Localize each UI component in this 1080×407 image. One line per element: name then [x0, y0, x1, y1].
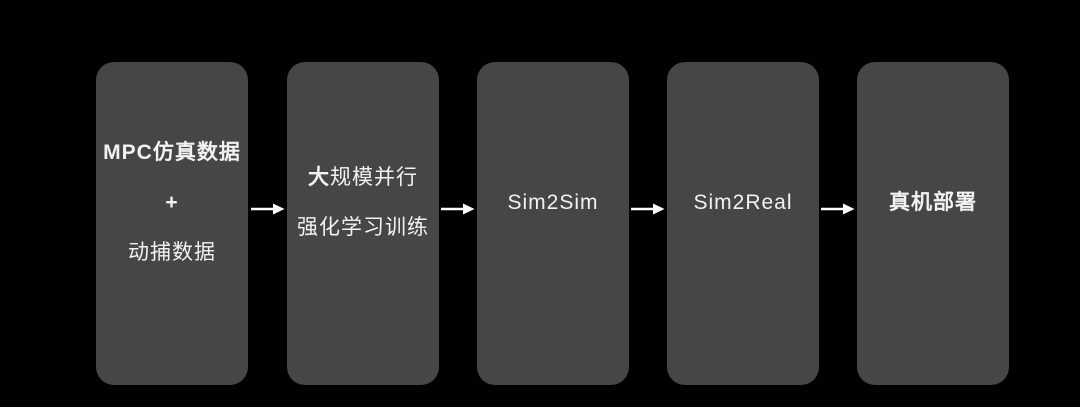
node-content: 真机部署	[857, 178, 1009, 228]
node-content: Sim2Real	[667, 178, 819, 228]
node-line-rest: 规模并行	[330, 166, 418, 189]
node-label-sim2sim: Sim2Sim	[507, 191, 599, 214]
flow-node-sim2sim: Sim2Sim	[477, 62, 629, 385]
emphasis-text: 大	[308, 166, 330, 189]
node-content: MPC仿真数据 + 动捕数据	[96, 128, 248, 278]
plus-sign-text: +	[165, 191, 179, 214]
node-line-mpc-sim-data: MPC仿真数据	[103, 141, 241, 164]
flow-node-real-deployment: 真机部署	[857, 62, 1009, 385]
node-label-real-deploy: 真机部署	[889, 191, 977, 214]
flow-node-training-data: MPC仿真数据 + 动捕数据	[96, 62, 248, 385]
arrow-right-icon	[441, 203, 475, 215]
flow-node-sim2real: Sim2Real	[667, 62, 819, 385]
arrow-right-icon	[631, 203, 665, 215]
node-content: Sim2Sim	[477, 178, 629, 228]
node-line-parallel: 大规模并行	[287, 153, 439, 203]
node-content: 大规模并行 强化学习训练	[287, 153, 439, 253]
arrow-right-icon	[251, 203, 285, 215]
flow-node-rl-training: 大规模并行 强化学习训练	[287, 62, 439, 385]
node-label-sim2real: Sim2Real	[693, 191, 793, 214]
node-line-rl-train: 强化学习训练	[297, 216, 429, 239]
arrow-right-icon	[821, 203, 855, 215]
node-line-mocap-data: 动捕数据	[128, 241, 216, 264]
